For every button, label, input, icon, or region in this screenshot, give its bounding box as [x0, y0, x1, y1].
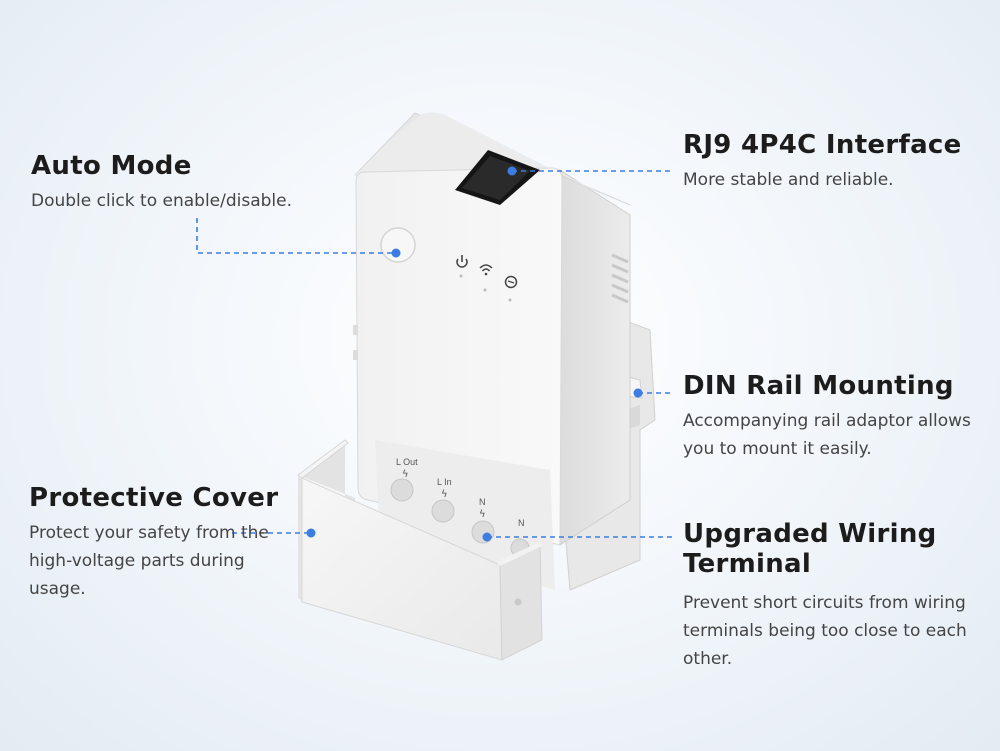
feature-desc-protective-cover: Protect your safety from the high-voltag… — [29, 523, 269, 599]
power-icon — [456, 255, 468, 278]
feature-rj9: RJ9 4P4C Interface More stable and relia… — [683, 131, 993, 194]
feature-title-rj9: RJ9 4P4C Interface — [683, 130, 962, 160]
feature-title-auto-mode: Auto Mode — [31, 151, 192, 181]
feature-desc-wiring-terminal: Prevent short circuits from wiring termi… — [683, 593, 967, 669]
wifi-icon — [479, 264, 493, 292]
callout-cover — [232, 528, 316, 538]
terminal-label-lin: L In — [437, 477, 452, 487]
feature-desc-din-rail: Accompanying rail adaptor allows you to … — [683, 411, 971, 459]
svg-text:ϟ: ϟ — [441, 489, 448, 500]
callout-din-rail — [633, 388, 672, 398]
svg-text:ϟ: ϟ — [479, 509, 486, 520]
feature-protective-cover: Protective Cover Protect your safety fro… — [29, 484, 294, 603]
svg-text:ϟ: ϟ — [402, 469, 409, 480]
terminal-label-lout: L Out — [396, 457, 418, 467]
terminal-label-n2: N — [518, 518, 525, 528]
feature-wiring-terminal: Upgraded Wiring Terminal Prevent short c… — [683, 519, 983, 673]
callout-rj9 — [507, 166, 672, 176]
feature-title-din-rail: DIN Rail Mounting — [683, 371, 954, 401]
sync-icon — [504, 275, 518, 302]
wiring-terminal: L Out ϟ L In ϟ N ϟ N — [375, 440, 555, 590]
feature-title-wiring-terminal: Upgraded Wiring Terminal — [683, 519, 937, 579]
feature-desc-auto-mode: Double click to enable/disable. — [31, 191, 293, 211]
feature-auto-mode: Auto Mode Double click to enable/disable… — [31, 152, 351, 215]
callout-auto-mode — [196, 218, 401, 258]
feature-desc-rj9: More stable and reliable. — [683, 170, 894, 190]
terminal-label-n1: N — [479, 497, 486, 507]
protective-cover — [297, 439, 543, 661]
feature-din-rail: DIN Rail Mounting Accompanying rail adap… — [683, 372, 993, 463]
callout-wiring — [482, 532, 675, 542]
feature-title-protective-cover: Protective Cover — [29, 483, 279, 513]
